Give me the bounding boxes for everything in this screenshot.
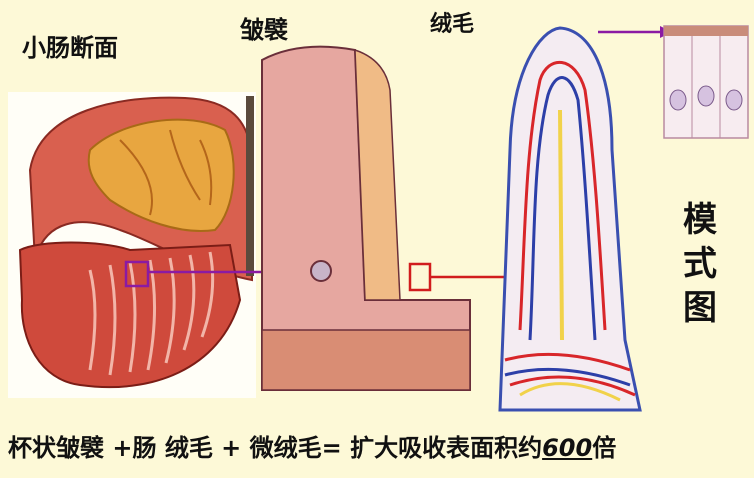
- intestine-section-illustration: [8, 92, 256, 398]
- base-vessels-red: [504, 352, 636, 397]
- label-fold: 皱襞: [240, 16, 288, 44]
- circular-fold-lines: [88, 251, 215, 376]
- arrow-to-cells: [598, 26, 672, 38]
- lumen-folds-lines: [119, 129, 213, 216]
- caption: 杯状皱襞 +肠 绒毛 + 微绒毛= 扩大吸收表面积约600倍: [8, 428, 616, 463]
- panel-edge: [246, 96, 254, 276]
- label-intestine-section: 小肠断面: [22, 34, 118, 62]
- section-highlight-box: [124, 260, 150, 288]
- label-villus: 绒毛: [430, 12, 475, 37]
- base-lymph: [519, 382, 621, 402]
- intestine-cut-surface: [18, 241, 242, 389]
- cell-nucleus: [697, 85, 715, 107]
- label-model-diagram: 模式图: [683, 200, 717, 328]
- caption-number: 600: [542, 434, 593, 462]
- fold-highlight-box: [408, 262, 432, 292]
- villus-vein: [528, 76, 597, 341]
- caption-prefix: 杯状皱襞 +肠 绒毛 + 微绒毛= 扩大吸收表面积约: [8, 434, 543, 462]
- villus-illustration: [498, 26, 642, 412]
- cell-nucleus: [669, 89, 687, 111]
- villus-epithelium: [498, 26, 642, 412]
- epithelial-cells-illustration: [663, 25, 749, 139]
- cell-nucleus: [725, 89, 743, 111]
- microvilli-border: [664, 26, 748, 36]
- fold-base: [261, 329, 471, 391]
- intestine-lumen: [87, 118, 235, 232]
- villus-lacteal: [558, 109, 564, 341]
- fold-core: [354, 48, 401, 301]
- caption-suffix: 倍: [592, 434, 617, 462]
- fold-illustration: [261, 45, 471, 391]
- fold-tissue: [261, 45, 471, 391]
- cells-panel: [663, 25, 749, 139]
- villus-artery: [518, 61, 607, 331]
- base-vessels-blue: [504, 367, 631, 387]
- fold-cell: [310, 260, 332, 282]
